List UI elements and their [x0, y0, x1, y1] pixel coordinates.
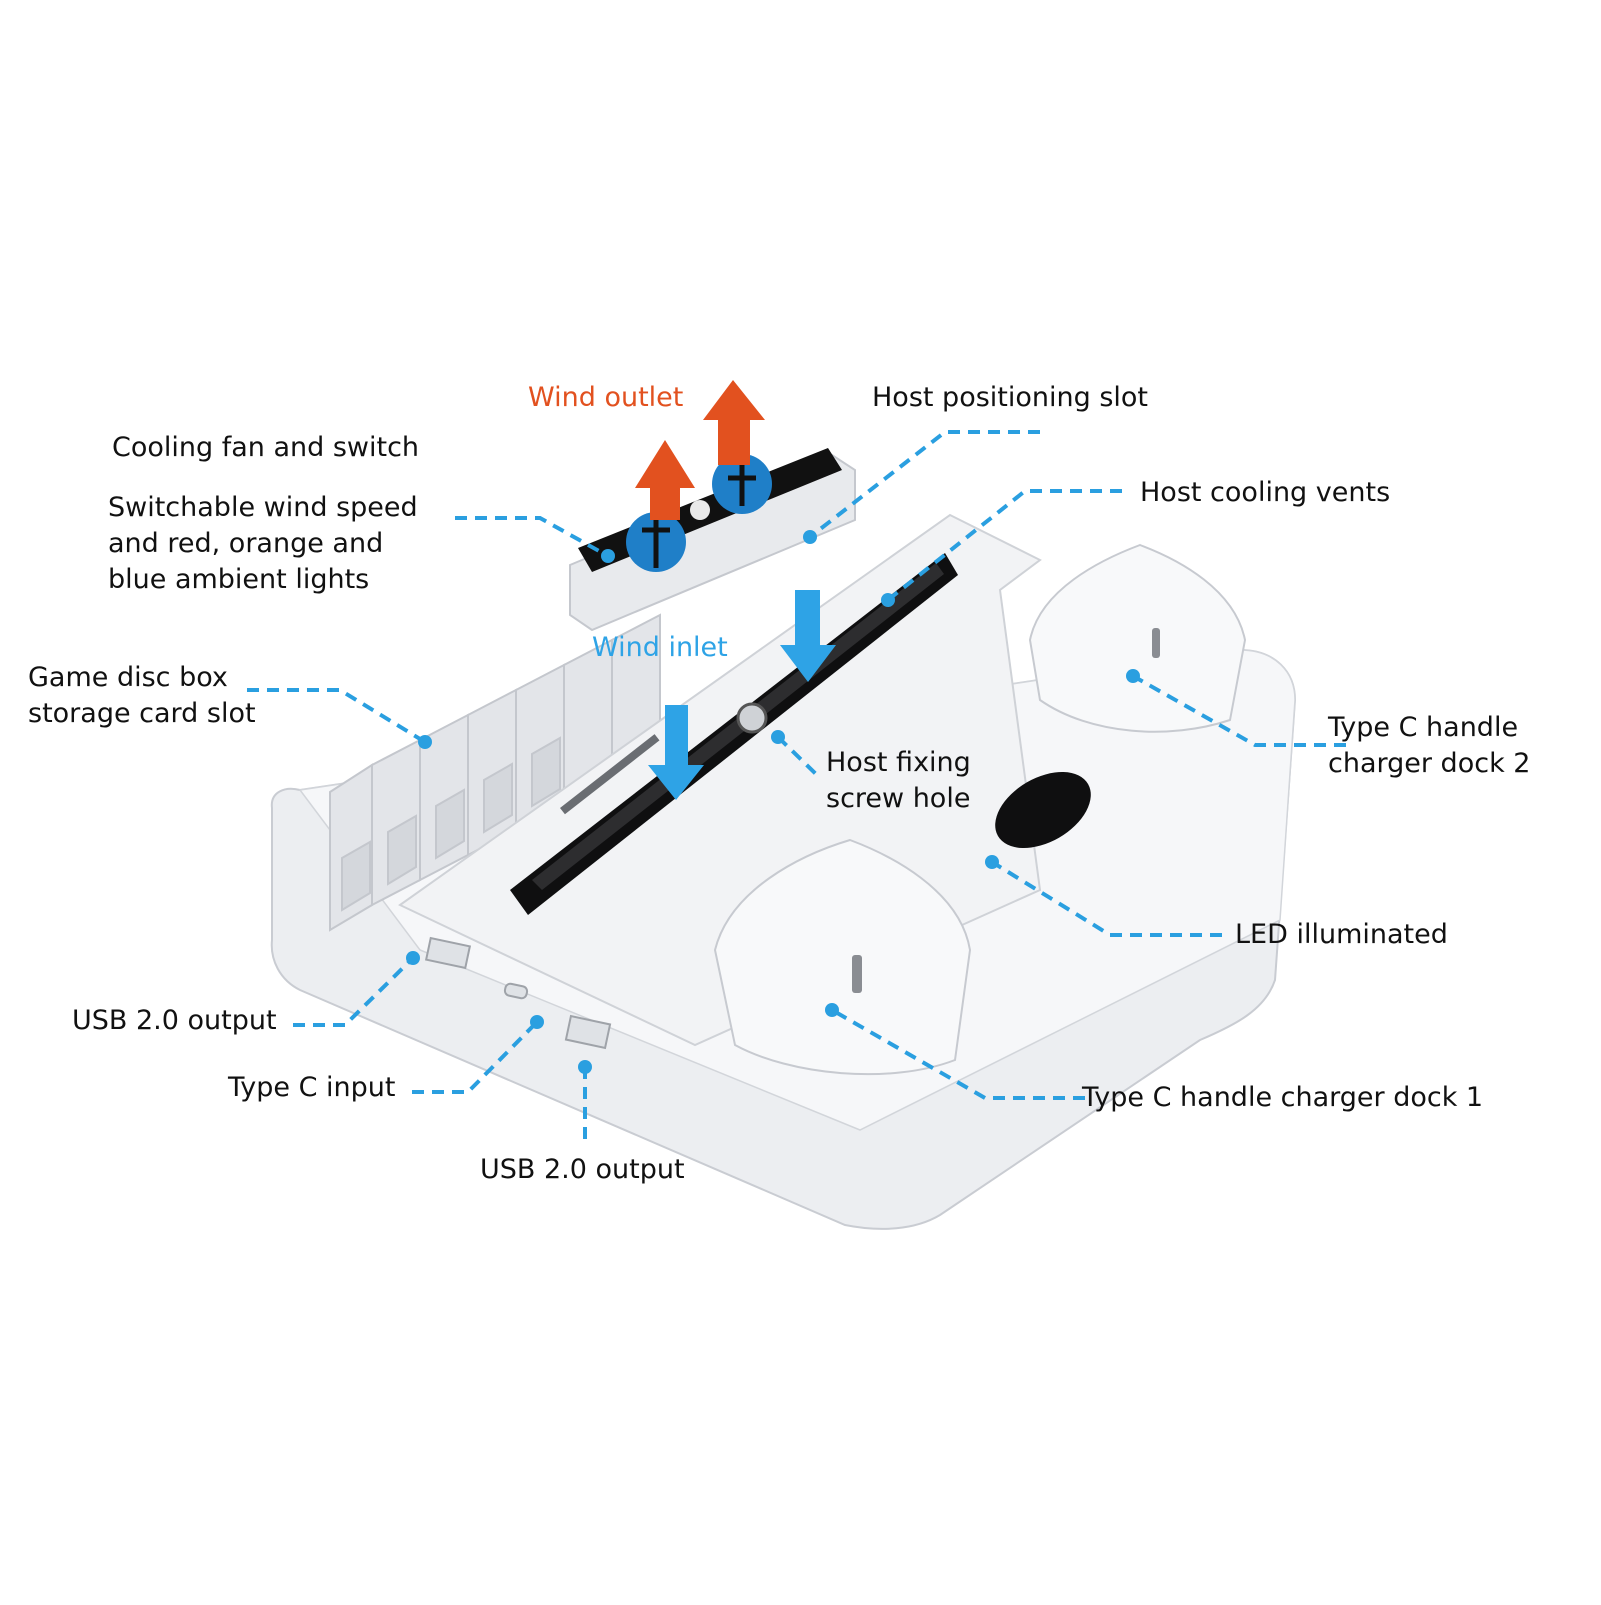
front-ports — [424, 936, 612, 1050]
label-host-fixing-screw: Host fixing screw hole — [826, 745, 971, 817]
label-led-illuminated: LED illuminated — [1235, 919, 1448, 950]
label-host-positioning-slot: Host positioning slot — [872, 382, 1149, 413]
host-fixing-line-1: Host fixing — [826, 747, 971, 778]
game-disc-line-2: storage card slot — [28, 698, 256, 729]
dot-dock-1 — [825, 1003, 839, 1017]
leader-dock-1 — [831, 1008, 1085, 1100]
fan-housing — [569, 448, 856, 632]
label-wind-inlet: Wind inlet — [592, 632, 728, 663]
label-wind-outlet: Wind outlet — [528, 382, 684, 413]
game-disc-line-1: Game disc box — [28, 662, 228, 693]
leader-host-positioning — [808, 430, 1040, 539]
dot-dock-2 — [1126, 669, 1140, 683]
dot-type-c-input — [530, 1015, 544, 1029]
dot-host-cooling-vents — [881, 593, 895, 607]
label-type-c-dock-2: Type C handle charger dock 2 — [1328, 710, 1530, 782]
leader-usb-left — [293, 956, 415, 1027]
leader-type-c-input — [412, 1020, 539, 1094]
leader-cooling-fan — [455, 516, 609, 558]
leader-lines — [247, 430, 1346, 1142]
dot-host-positioning — [803, 530, 817, 544]
label-type-c-input: Type C input — [228, 1072, 396, 1103]
cooling-fan-desc-line-1: Switchable wind speed — [108, 492, 418, 523]
leader-dock-2 — [1132, 674, 1346, 747]
dot-usb-bottom — [578, 1060, 592, 1074]
label-type-c-dock-1: Type C handle charger dock 1 — [1082, 1082, 1484, 1113]
led-badge — [995, 772, 1091, 848]
dot-led — [985, 855, 999, 869]
host-fixing-line-2: screw hole — [826, 783, 971, 814]
leader-host-fixing — [776, 735, 822, 780]
dot-cooling-fan — [601, 549, 615, 563]
label-usb-output-bottom: USB 2.0 output — [480, 1154, 685, 1185]
cooling-fan-desc-line-3: blue ambient lights — [108, 564, 370, 595]
cooling-fan-desc-line-2: and red, orange and — [108, 528, 384, 559]
label-host-cooling-vents: Host cooling vents — [1140, 477, 1391, 508]
disc-slot-comb — [329, 613, 661, 932]
leader-led — [990, 860, 1222, 937]
wind-inlet-arrows — [648, 590, 836, 800]
label-cooling-fan-desc: Switchable wind speed and red, orange an… — [108, 490, 418, 598]
charger-dock-1 — [713, 838, 972, 1076]
dot-host-fixing — [771, 730, 785, 744]
label-game-disc-slot: Game disc box storage card slot — [28, 660, 256, 732]
dock-2-line-2: charger dock 2 — [1328, 748, 1531, 779]
dock-2-line-1: Type C handle — [1328, 712, 1519, 743]
label-usb-output-left: USB 2.0 output — [72, 1005, 277, 1036]
leader-game-disc — [247, 688, 427, 744]
dot-usb-left — [406, 951, 420, 965]
wind-outlet-arrows — [635, 380, 765, 520]
label-cooling-fan-title: Cooling fan and switch — [112, 432, 420, 463]
charger-dock-2 — [1028, 543, 1247, 733]
dot-game-disc — [418, 735, 432, 749]
